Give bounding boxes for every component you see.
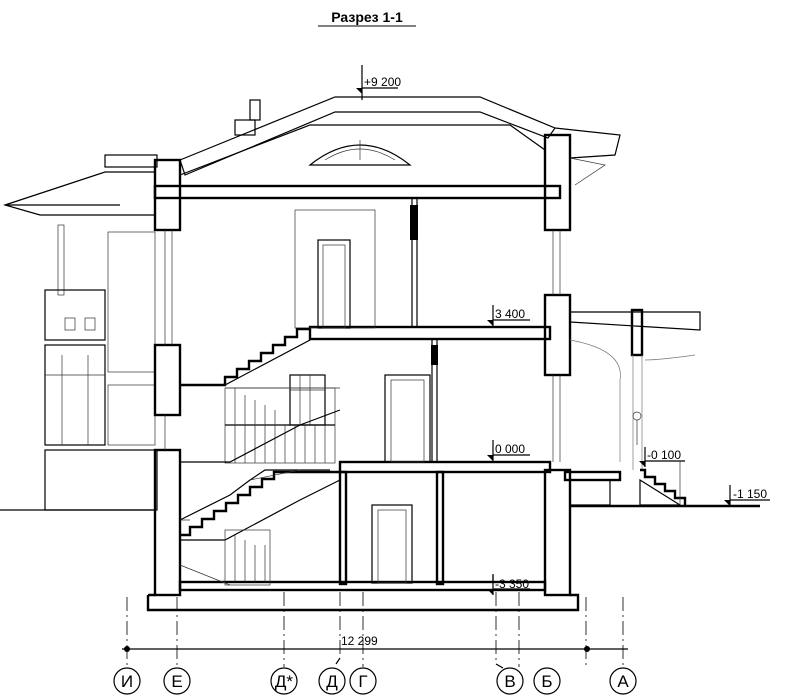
drawing-title: Разрез 1-1 xyxy=(318,9,416,27)
svg-text:Д*: Д* xyxy=(275,672,294,691)
elevation-basement: -3 350 xyxy=(487,574,530,595)
svg-text:-3 350: -3 350 xyxy=(495,577,529,591)
svg-text:И: И xyxy=(121,672,133,691)
elevation-roof-top: +9 200 xyxy=(356,65,401,100)
roof xyxy=(179,96,621,186)
axis-labels: И Е Д* Д Г В Б А xyxy=(113,667,637,695)
svg-text:Г: Г xyxy=(358,672,367,691)
stairs xyxy=(179,327,341,586)
axis-label-I: И xyxy=(113,667,141,695)
svg-text:Б: Б xyxy=(541,672,552,691)
svg-text:-0 100: -0 100 xyxy=(647,448,681,462)
elevation-grade: -1 150 xyxy=(724,485,770,506)
porch xyxy=(563,308,760,508)
left-wing-facade xyxy=(0,154,158,511)
axis-label-D: Д xyxy=(318,667,346,695)
floor-slabs xyxy=(146,325,580,612)
svg-text:+9 200: +9 200 xyxy=(364,75,401,89)
elevation-porch: -0 100 xyxy=(639,447,685,505)
svg-text:12 299: 12 299 xyxy=(341,634,378,648)
elevation-second-floor: 3 400 xyxy=(487,305,530,326)
attic-slab xyxy=(153,184,562,200)
axis-lines xyxy=(126,592,624,669)
svg-text:А: А xyxy=(617,672,629,691)
axis-label-D-star: Д* xyxy=(270,667,298,695)
svg-text:Е: Е xyxy=(171,672,182,691)
svg-text:Разрез 1-1: Разрез 1-1 xyxy=(331,9,403,25)
svg-text:3 400: 3 400 xyxy=(495,307,525,321)
elevation-ground-floor: 0 000 xyxy=(487,440,530,461)
overall-dimension: 12 299 xyxy=(122,634,628,652)
svg-text:0 000: 0 000 xyxy=(495,442,525,456)
svg-text:-1 150: -1 150 xyxy=(733,487,767,501)
upper-doors xyxy=(289,209,431,584)
axis-label-A: А xyxy=(609,667,637,695)
walls xyxy=(153,133,572,597)
svg-text:В: В xyxy=(504,672,515,691)
axis-label-B: Б xyxy=(533,667,561,695)
svg-text:Д: Д xyxy=(326,672,338,691)
axis-label-G: Г xyxy=(349,667,377,695)
axis-label-E: Е xyxy=(163,667,191,695)
axis-label-V: В xyxy=(496,667,524,695)
